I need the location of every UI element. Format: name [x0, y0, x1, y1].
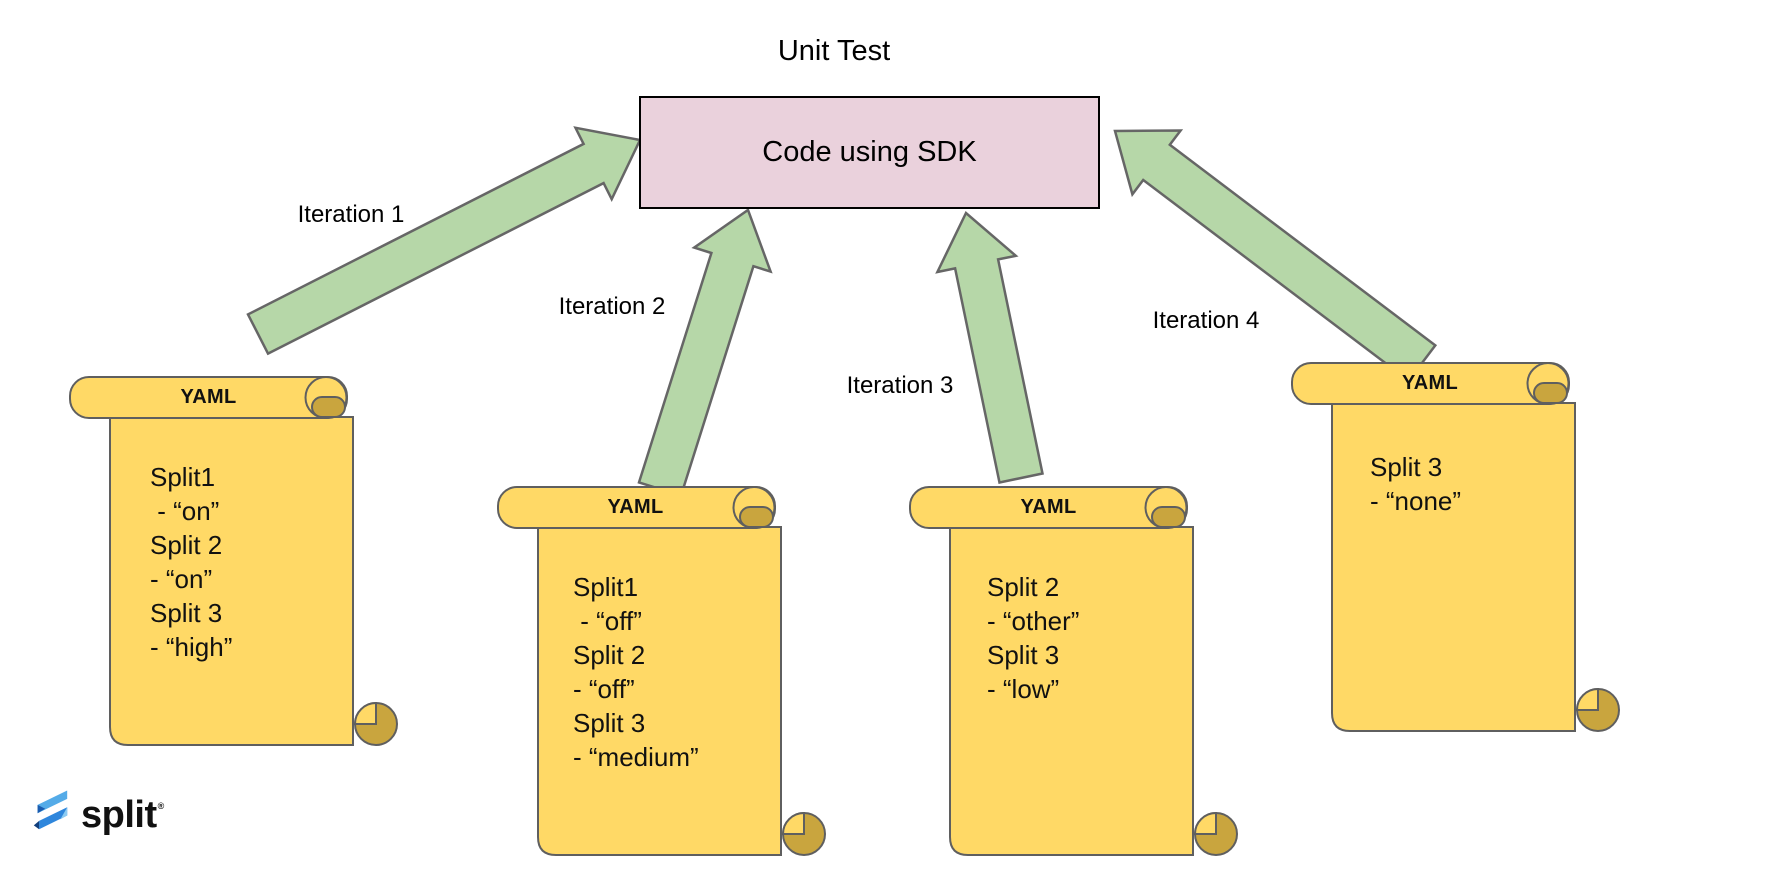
scroll-line: Split 3 — [1370, 452, 1443, 482]
scroll-1-body: Split1 - “on” Split 2 - “on” Split 3 - “… — [150, 460, 232, 664]
scroll-2-header: YAML — [607, 496, 664, 518]
scroll-line: - “high” — [150, 632, 233, 662]
iteration-3-label: Iteration 3 — [846, 372, 954, 399]
scroll-line: - “other” — [987, 606, 1080, 636]
scroll-line: - “low” — [987, 674, 1060, 704]
scroll-1-header: YAML — [180, 386, 237, 408]
scroll-line: Split 3 — [150, 598, 223, 628]
scroll-line: Split 2 — [573, 640, 646, 670]
registered-mark: ® — [157, 801, 165, 811]
scroll-line: - “on” — [150, 564, 213, 594]
page-title: Unit Test — [777, 35, 891, 67]
scroll-line: Split 3 — [987, 640, 1060, 670]
scroll-line: - “none” — [1370, 486, 1462, 516]
scroll-4-body: Split 3 - “none” — [1370, 450, 1461, 518]
scroll-3-header: YAML — [1020, 496, 1077, 518]
scroll-line: Split 2 — [987, 572, 1060, 602]
scroll-line: - “off” — [573, 606, 642, 636]
code-using-sdk-label: Code using SDK — [762, 136, 977, 168]
iteration-2-label: Iteration 2 — [558, 293, 666, 320]
split-logo: split® — [33, 783, 164, 838]
code-using-sdk-box: Code using SDK — [639, 96, 1100, 209]
scroll-line: - “on” — [150, 496, 220, 526]
scroll-line: Split 2 — [150, 530, 223, 560]
split-wordmark: split — [81, 794, 157, 836]
scroll-line: Split1 — [573, 572, 639, 602]
scroll-line: Split1 — [150, 462, 216, 492]
scroll-shape-4 — [1291, 362, 1620, 732]
scroll-2-body: Split1 - “off” Split 2 - “off” Split 3 -… — [573, 570, 699, 774]
scroll-line: - “off” — [573, 674, 635, 704]
scroll-line: Split 3 — [573, 708, 646, 738]
iteration-4-label: Iteration 4 — [1152, 307, 1260, 334]
scroll-4-header: YAML — [1401, 372, 1459, 394]
scroll-shape-1 — [69, 376, 398, 746]
scroll-line: - “medium” — [573, 742, 699, 772]
scroll-3-body: Split 2 - “other” Split 3 - “low” — [987, 570, 1079, 706]
iteration-1-label: Iteration 1 — [297, 201, 405, 228]
split-logo-text: split® — [81, 783, 164, 838]
arrow-iteration-4 — [1113, 129, 1438, 383]
arrow-iteration-1 — [246, 126, 642, 356]
arrow-iteration-2 — [637, 208, 773, 498]
arrow-iteration-3 — [935, 210, 1044, 484]
split-logo-icon — [33, 790, 68, 829]
